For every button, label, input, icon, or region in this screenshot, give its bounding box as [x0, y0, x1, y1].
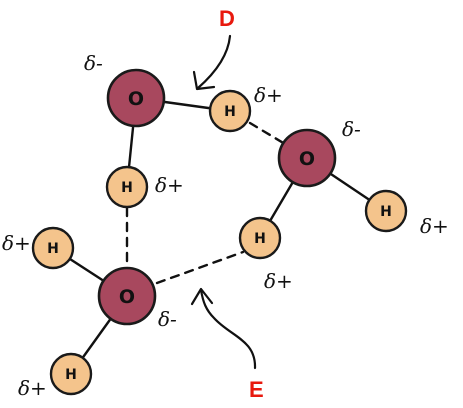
hydrogen-atom: H: [105, 165, 149, 209]
oxygen-label: O: [128, 88, 144, 110]
oxygen-atom: O: [277, 128, 337, 188]
partial-charge-positive: δ+: [18, 376, 47, 400]
hydrogen-atom: H: [31, 226, 75, 270]
hydrogen-atom: H: [208, 89, 252, 133]
hydrogen-label: H: [65, 367, 77, 383]
hydrogen-atom: H: [364, 189, 408, 233]
hydrogen-label: H: [380, 204, 392, 220]
oxygen-atom: O: [97, 266, 157, 326]
oxygen-label: O: [299, 148, 315, 170]
callout-arrow-e: [190, 287, 257, 370]
hydrogen-label: H: [121, 180, 133, 196]
partial-charge-negative: δ-: [84, 51, 103, 75]
callout-arrow-d: [192, 34, 232, 91]
callout-label-e: E: [249, 377, 264, 402]
partial-charge-positive: δ+: [254, 83, 283, 107]
oxygen-atom: O: [106, 68, 166, 128]
hydrogen-label: H: [224, 104, 236, 120]
partial-charge-positive: δ+: [2, 231, 31, 255]
hydrogen-atom: H: [49, 352, 93, 396]
partial-charge-negative: δ-: [158, 307, 177, 331]
oxygen-label: O: [119, 286, 135, 308]
hydrogen-atom: H: [238, 216, 282, 260]
callout-label-d: D: [219, 6, 235, 31]
partial-charge-positive: δ+: [420, 214, 449, 238]
partial-charge-positive: δ+: [264, 269, 293, 293]
hydrogen-label: H: [254, 231, 266, 247]
hydrogen-bond: [155, 250, 245, 285]
hydrogen-label: H: [47, 241, 59, 257]
hydrogen-bond: [248, 121, 287, 146]
partial-charge-positive: δ+: [155, 173, 184, 197]
partial-charge-negative: δ-: [342, 117, 361, 141]
